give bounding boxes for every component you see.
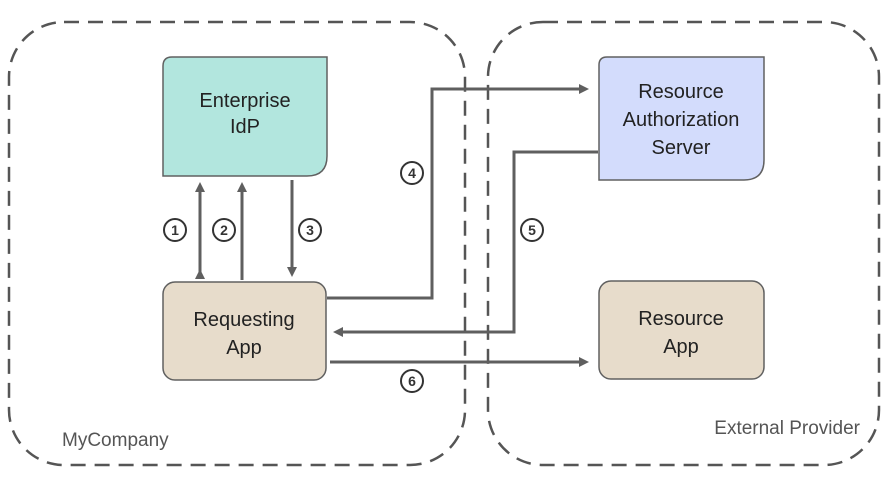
node-enterprise-idp: Enterprise IdP: [162, 56, 328, 177]
step-marker-4-label: 4: [408, 165, 416, 181]
step-marker-4: 4: [400, 161, 424, 185]
arrow-step-4: [327, 84, 589, 300]
step-marker-3: 3: [298, 218, 322, 242]
node-requesting-app: Requesting App: [162, 281, 327, 381]
step-marker-2: 2: [212, 218, 236, 242]
group-external-provider-label: External Provider: [714, 418, 860, 439]
node-resource-app: Resource App: [598, 280, 765, 380]
step-marker-6-label: 6: [408, 373, 416, 389]
resource-app-box: [598, 280, 765, 380]
idp-label-line-2: IdP: [230, 116, 260, 138]
group-mycompany-label: MyCompany: [62, 430, 169, 451]
step-marker-6: 6: [400, 369, 424, 393]
auth-server-label-line-1: Resource: [638, 81, 724, 103]
requesting-app-box: [162, 281, 327, 381]
arrows: [195, 84, 598, 367]
step-marker-1-label: 1: [171, 222, 179, 238]
step-markers: 1 2 3 4 5 6: [163, 161, 544, 393]
group-mycompany: MyCompany: [7, 20, 467, 467]
requesting-app-label-line-2: App: [226, 337, 262, 359]
step-marker-5: 5: [520, 218, 544, 242]
requesting-app-label-line-1: Requesting: [193, 309, 294, 331]
node-resource-authorization-server: Resource Authorization Server: [598, 56, 765, 181]
step-marker-5-label: 5: [528, 222, 536, 238]
auth-server-label-line-2: Authorization: [623, 109, 740, 131]
idp-box: [162, 56, 328, 177]
resource-app-label-line-2: App: [663, 336, 699, 358]
step-marker-2-label: 2: [220, 222, 228, 238]
idp-label-line-1: Enterprise: [199, 90, 290, 112]
step-marker-3-label: 3: [306, 222, 314, 238]
auth-server-label-line-3: Server: [652, 137, 711, 159]
auth-server-box: [598, 56, 765, 181]
arrow-step-5: [333, 150, 598, 337]
step-marker-1: 1: [163, 218, 187, 242]
resource-app-label-line-1: Resource: [638, 308, 724, 330]
group-external-provider: External Provider: [486, 20, 881, 467]
